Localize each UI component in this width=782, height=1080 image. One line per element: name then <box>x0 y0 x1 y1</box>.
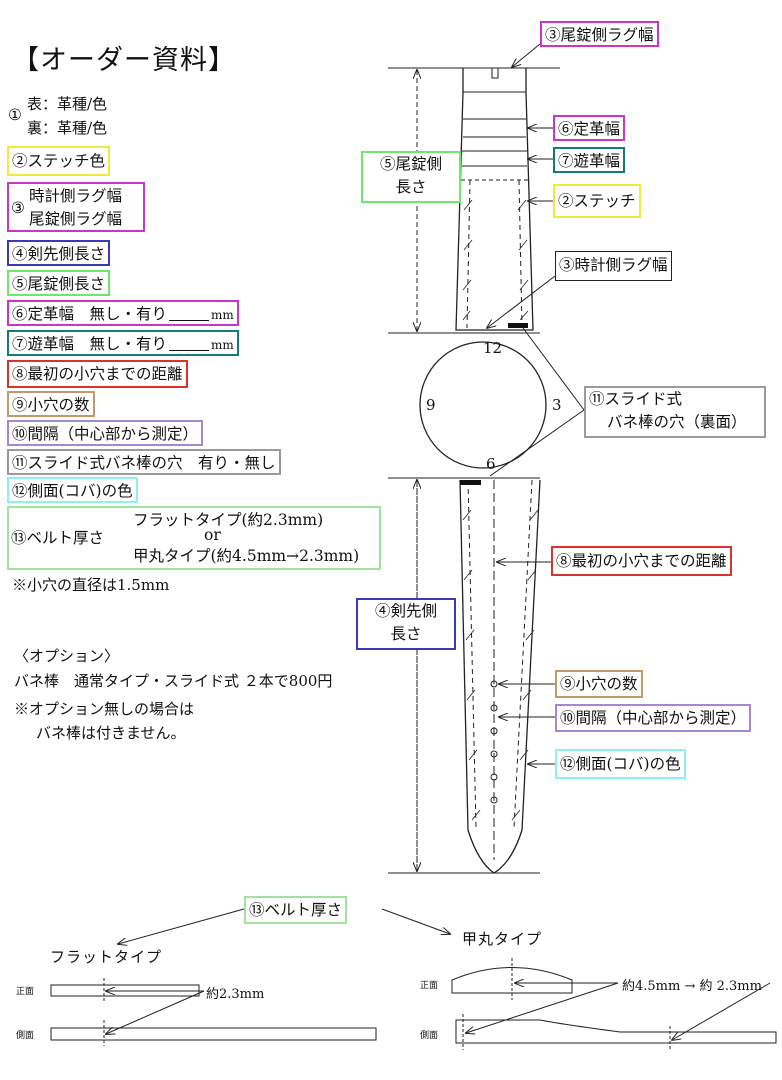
callout-watch-lug-width: ③時計側ラグ幅 <box>555 251 672 281</box>
callout-slide-hole-line1: ⑪スライド式 <box>589 390 683 408</box>
item4-tip-length: ④剣先側長さ <box>7 240 111 266</box>
hole-diameter-note: ※小穴の直径は1.5mm <box>12 576 170 594</box>
options-heading: 〈オプション〉 <box>14 647 120 665</box>
options-line3: バネ棒は付きません。 <box>36 724 186 742</box>
flat-side-label: 側面 <box>16 1031 35 1041</box>
strap-hole <box>490 796 498 804</box>
spring-bar-hole-bottom <box>460 480 481 485</box>
callout-free-keeper: ⑦遊革幅 <box>553 147 626 173</box>
callout-tip-length-line2: 長さ <box>390 625 422 643</box>
callout-interval: ⑩間隔（中心部から測定） <box>555 704 752 732</box>
item13-option-round: 甲丸タイプ(約4.5mm→2.3mm) <box>133 547 360 565</box>
item13-or: or <box>204 526 221 544</box>
item1-number: ① <box>8 106 22 124</box>
strap-hole <box>490 680 498 688</box>
round-type-title: 甲丸タイプ <box>462 930 543 948</box>
item7-unit: mm <box>211 338 234 352</box>
strap-hole <box>490 704 498 712</box>
strap-hole <box>490 773 498 781</box>
item6-unit: mm <box>211 308 234 322</box>
item3-number: ③ <box>11 199 25 217</box>
item9-hole-count: ⑨小穴の数 <box>7 391 95 417</box>
item11-slide-hole: ⑪スライド式バネ棒の穴 有り・無し <box>7 449 281 475</box>
dial-9: 9 <box>426 396 436 414</box>
callout-buckle-length: ⑤尾錠側 長さ <box>361 151 461 203</box>
tip-strap-outline <box>459 479 541 874</box>
strap-hole <box>490 727 498 735</box>
spring-bar-hole-top <box>508 323 528 328</box>
item3-lug-width: ③ 時計側ラグ幅 尾錠側ラグ幅 <box>7 182 145 232</box>
dial-12: 12 <box>483 339 503 357</box>
callout-first-hole: ⑧最初の小穴までの距離 <box>551 546 732 576</box>
callout-fixed-keeper: ⑥定革幅 <box>553 115 626 141</box>
item3-line1: 時計側ラグ幅 <box>29 187 123 205</box>
dial-6: 6 <box>486 455 496 473</box>
buckle-strap-outline <box>455 68 534 331</box>
callout-buckle-length-line1: ⑤尾錠側 <box>379 155 442 173</box>
round-side-profile <box>455 1019 777 1044</box>
item1-line1: 表：革種/色 <box>27 95 108 113</box>
options-line1: バネ棒 通常タイプ・スライド式 ２本で800円 <box>14 672 333 690</box>
callout-slide-hole-line2: バネ棒の穴（裏面） <box>607 413 747 431</box>
callout-slide-hole: ⑪スライド式 バネ棒の穴（裏面） <box>584 386 766 438</box>
item7-blank <box>169 336 210 351</box>
buckle-notch <box>491 68 499 79</box>
item1-line2: 裏：革種/色 <box>27 119 108 137</box>
item6-fixed-keeper: ⑥定革幅 無し・有り mm <box>7 300 239 326</box>
item8-first-hole: ⑧最初の小穴までの距離 <box>7 360 188 388</box>
item7-free-keeper: ⑦遊革幅 無し・有り mm <box>7 330 239 356</box>
callout-stitch: ②ステッチ <box>553 184 641 218</box>
callout-hole-count: ⑨小穴の数 <box>555 670 643 698</box>
flat-thickness-value: 約2.3mm <box>206 987 265 1002</box>
flat-front-label: 正面 <box>16 987 35 997</box>
thickness-label: ⑬ベルト厚さ <box>244 896 348 924</box>
item7-label: ⑦遊革幅 無し・有り <box>12 335 168 353</box>
callout-edge-color: ⑫側面(コバ)の色 <box>555 749 686 779</box>
item6-label: ⑥定革幅 無し・有り <box>12 305 168 323</box>
item12-edge-color: ⑫側面(コバ)の色 <box>7 477 138 503</box>
page-title: 【オーダー資料】 <box>12 45 236 76</box>
options-line2: ※オプション無しの場合は <box>14 700 195 718</box>
item13-thickness: ⑬ベルト厚さ フラットタイプ(約2.3mm) or 甲丸タイプ(約4.5mm→2… <box>7 506 381 570</box>
item5-buckle-length: ⑤尾錠側長さ <box>7 270 111 296</box>
round-thickness-value: 約4.5mm → 約 2.3mm <box>622 979 762 994</box>
round-side-label: 側面 <box>420 1031 439 1041</box>
item13-label: ⑬ベルト厚さ <box>11 529 105 547</box>
round-front-profile <box>451 967 573 994</box>
dial-3: 3 <box>552 396 562 414</box>
round-front-label: 正面 <box>420 981 439 991</box>
flat-side-profile <box>50 1027 377 1041</box>
flat-type-title: フラットタイプ <box>50 948 163 966</box>
item3-line2: 尾錠側ラグ幅 <box>29 210 123 228</box>
callout-buckle-length-line2: 長さ <box>395 178 427 196</box>
item13-option-flat: フラットタイプ(約2.3mm) <box>133 511 324 529</box>
watch-face <box>419 341 547 469</box>
strap-hole <box>490 750 498 758</box>
callout-buckle-lug-width: ③尾錠側ラグ幅 <box>540 21 659 47</box>
callout-tip-length: ④剣先側 長さ <box>356 598 456 650</box>
item10-interval: ⑩間隔（中心部から測定） <box>7 420 204 446</box>
item2-stitch-color: ②ステッチ色 <box>7 146 111 176</box>
callout-tip-length-line1: ④剣先側 <box>374 602 437 620</box>
item6-blank <box>169 306 210 321</box>
